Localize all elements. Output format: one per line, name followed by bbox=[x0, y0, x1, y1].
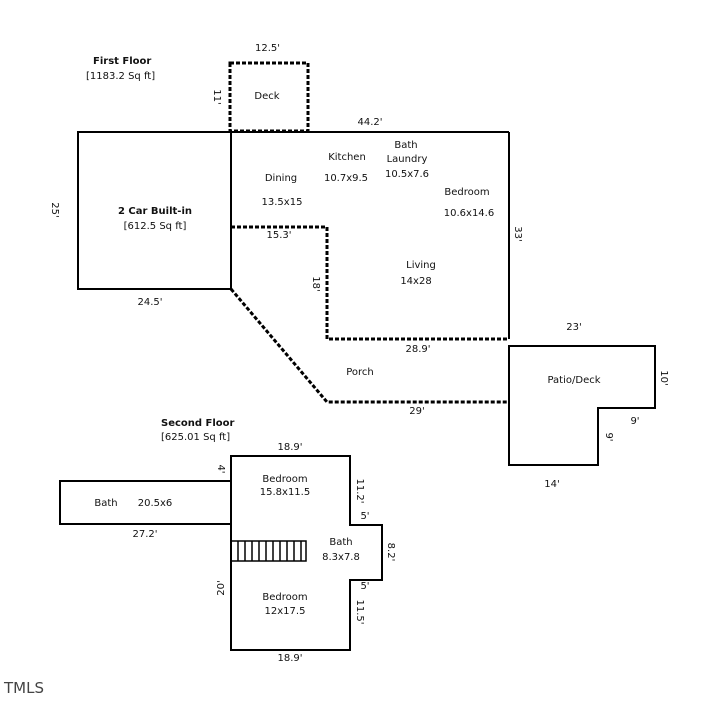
deck-label: Deck bbox=[254, 91, 279, 102]
dim-28-9: 28.9' bbox=[405, 344, 430, 355]
dining-size: 13.5x15 bbox=[262, 197, 303, 208]
stairs bbox=[230, 540, 307, 562]
dim-8-2: 8.2' bbox=[385, 543, 396, 562]
bath-left-width-dim: 27.2' bbox=[132, 529, 157, 540]
second-floor-area: [625.01 Sq ft] bbox=[161, 432, 230, 443]
bedroom-bottom-size: 12x17.5 bbox=[265, 606, 306, 617]
bath-left-label: Bath bbox=[94, 498, 117, 509]
tmls-logo: TMLS bbox=[3, 679, 44, 697]
patio-label: Patio/Deck bbox=[547, 375, 600, 386]
deck-depth-dim: 11' bbox=[211, 89, 222, 104]
patio-top-dim: 23' bbox=[566, 322, 581, 333]
kitchen-label: Kitchen bbox=[328, 152, 366, 163]
bedroom-size: 10.6x14.6 bbox=[444, 208, 494, 219]
porch-width-dim: 29' bbox=[409, 406, 424, 417]
dim-18: 18' bbox=[310, 276, 321, 291]
dim-15-3: 15.3' bbox=[266, 230, 291, 241]
patio-step-width-dim: 9' bbox=[630, 416, 639, 427]
dining-label: Dining bbox=[265, 173, 297, 184]
living-size: 14x28 bbox=[400, 276, 431, 287]
bedroom-bottom-dim: 11.5' bbox=[354, 599, 365, 624]
dim-4: 4' bbox=[215, 464, 226, 473]
living-label: Living bbox=[406, 260, 436, 271]
garage-width-dim: 24.5' bbox=[137, 297, 162, 308]
bath-left-size: 20.5x6 bbox=[138, 498, 173, 509]
second-top-width-dim: 18.9' bbox=[277, 442, 302, 453]
second-bottom-width-dim: 18.9' bbox=[277, 653, 302, 664]
garage-area: [612.5 Sq ft] bbox=[124, 221, 187, 232]
deck-width-dim: 12.5' bbox=[255, 43, 280, 54]
bath-mid-size: 8.3x7.8 bbox=[322, 552, 360, 563]
bedroom-top-size: 15.8x11.5 bbox=[260, 487, 310, 498]
patio-outline bbox=[508, 345, 656, 466]
second-floor-outline bbox=[230, 455, 383, 651]
patio-step-height-dim: 9' bbox=[603, 432, 614, 441]
laundry-label: Laundry bbox=[387, 154, 428, 165]
living-dashed-outline bbox=[231, 225, 509, 341]
bedroom-label: Bedroom bbox=[444, 187, 489, 198]
garage-label: 2 Car Built-in bbox=[118, 206, 192, 217]
bath-label: Bath bbox=[394, 140, 417, 151]
porch-outline bbox=[229, 288, 509, 404]
porch-label: Porch bbox=[346, 367, 374, 378]
bath-laundry-size: 10.5x7.6 bbox=[385, 169, 429, 180]
deck-outline bbox=[228, 61, 310, 133]
first-floor-title: First Floor bbox=[93, 56, 151, 67]
bedroom-top-dim: 11.2' bbox=[354, 478, 365, 503]
bedroom-bottom-label: Bedroom bbox=[262, 592, 307, 603]
first-floor-area: [1183.2 Sq ft] bbox=[86, 71, 155, 82]
house-right-depth-dim: 33' bbox=[512, 226, 523, 241]
dim-5-lower: 5' bbox=[360, 581, 369, 592]
dim-5-upper: 5' bbox=[360, 511, 369, 522]
patio-bottom-dim: 14' bbox=[544, 479, 559, 490]
house-top-width-dim: 44.2' bbox=[357, 117, 382, 128]
bedroom-top-label: Bedroom bbox=[262, 474, 307, 485]
second-floor-title: Second Floor bbox=[161, 418, 235, 429]
kitchen-size: 10.7x9.5 bbox=[324, 173, 368, 184]
patio-right-dim: 10' bbox=[658, 370, 669, 385]
dim-20: 20' bbox=[216, 580, 227, 595]
garage-depth-dim: 25' bbox=[49, 202, 60, 217]
bath-mid-label: Bath bbox=[329, 537, 352, 548]
